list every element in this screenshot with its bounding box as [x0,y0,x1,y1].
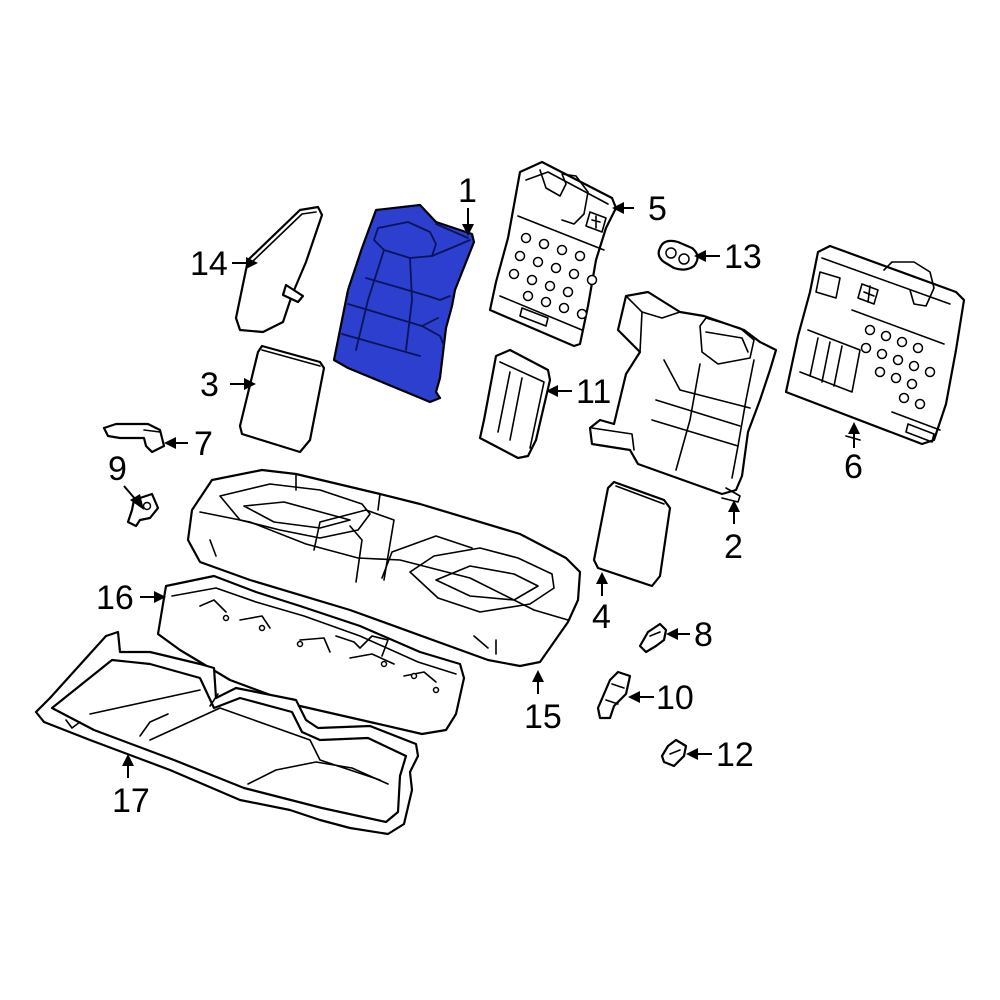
callout-4[interactable]: 4 [592,598,611,636]
part-2-seat-back[interactable] [588,290,778,503]
callout-13[interactable]: 13 [724,238,762,276]
part-17-seat-frame[interactable] [34,630,420,836]
callout-6[interactable]: 6 [844,448,863,486]
part-14-side-bolster[interactable] [234,205,324,334]
part-3-pad[interactable] [238,344,326,454]
callout-5[interactable]: 5 [648,190,667,228]
part-12-clip[interactable] [660,738,688,768]
callout-16[interactable]: 16 [96,579,134,617]
callout-2[interactable]: 2 [724,528,743,566]
part-11-insert[interactable] [478,348,552,460]
callout-10[interactable]: 10 [656,679,694,717]
part-13-grommet[interactable] [657,239,699,271]
callout-11[interactable]: 11 [576,373,611,411]
leader-lines [122,202,860,778]
callout-15[interactable]: 15 [524,698,562,736]
callout-9[interactable]: 9 [108,450,127,488]
pan-holes [222,614,440,694]
frame-holes [508,232,598,320]
part-10-bracket[interactable] [596,670,632,720]
part-1-seat-back-cover[interactable] [332,203,476,404]
callout-1[interactable]: 1 [458,172,477,210]
part-8-clip[interactable] [638,622,668,654]
callout-3[interactable]: 3 [200,366,219,404]
part-5-seat-back-frame[interactable] [488,160,618,348]
callout-12[interactable]: 12 [716,736,754,774]
frame-holes-6 [860,324,936,410]
part-7-bracket[interactable] [102,422,166,454]
callout-labels: 1 2 3 4 5 6 7 8 9 10 11 12 13 14 15 16 1… [96,172,863,820]
callout-17[interactable]: 17 [112,782,150,820]
part-6-seat-back-frame[interactable] [784,244,966,446]
callout-7[interactable]: 7 [194,425,213,463]
callout-8[interactable]: 8 [694,616,713,654]
callout-14[interactable]: 14 [190,245,228,283]
part-15-seat-cushion[interactable] [186,468,582,668]
part-4-pad[interactable] [592,480,672,588]
